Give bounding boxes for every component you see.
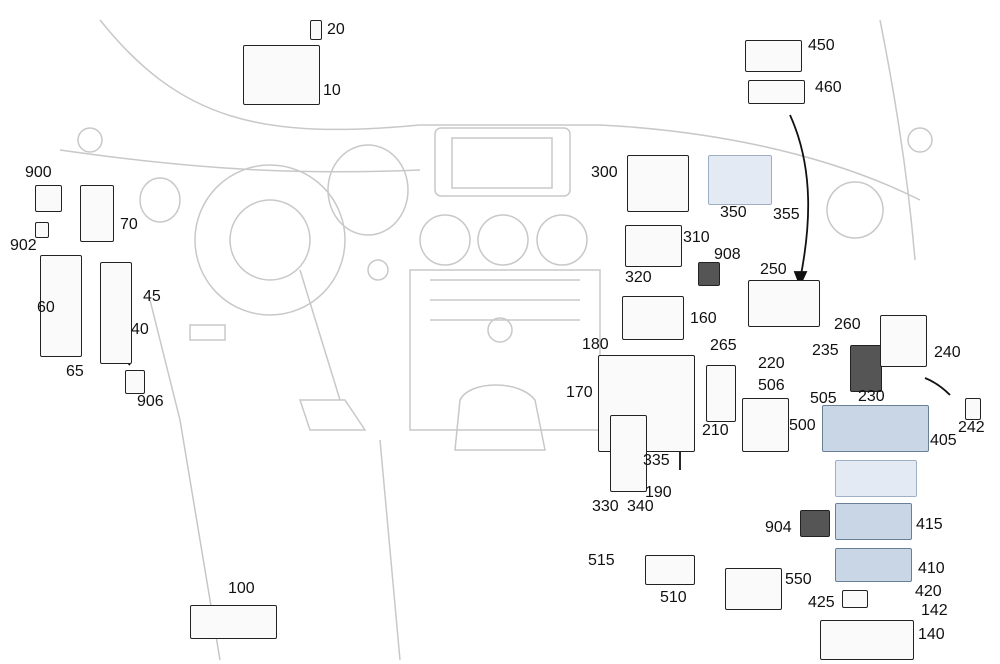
label-242: 242: [958, 419, 985, 436]
label-330: 330: [592, 498, 619, 515]
label-450: 450: [808, 37, 835, 54]
part-210: [706, 365, 736, 422]
label-510: 510: [660, 589, 687, 606]
label-260: 260: [834, 316, 861, 333]
part-405: [822, 405, 929, 452]
part-330: [610, 415, 647, 492]
label-300: 300: [591, 164, 618, 181]
part-230: [850, 345, 882, 392]
label-180: 180: [582, 336, 609, 353]
label-10: 10: [323, 82, 341, 99]
label-908: 908: [714, 246, 741, 263]
part-450: [745, 40, 802, 72]
label-40: 40: [131, 321, 149, 338]
label-506: 506: [758, 377, 785, 394]
part-350: [708, 155, 772, 205]
label-142: 142: [921, 602, 948, 619]
label-310: 310: [683, 229, 710, 246]
part-906: [125, 370, 145, 394]
label-140: 140: [918, 626, 945, 643]
label-190: 190: [645, 484, 672, 501]
part-410: [835, 548, 912, 582]
part-70: [80, 185, 114, 242]
label-160: 160: [690, 310, 717, 327]
label-340: 340: [627, 498, 654, 515]
part-140: [820, 620, 914, 660]
label-250: 250: [760, 261, 787, 278]
label-425: 425: [808, 594, 835, 611]
label-45: 45: [143, 288, 161, 305]
label-60: 60: [37, 299, 55, 316]
label-220: 220: [758, 355, 785, 372]
label-405: 405: [930, 432, 957, 449]
part-20: [310, 20, 322, 40]
part-40: [100, 262, 132, 364]
label-500: 500: [789, 417, 816, 434]
label-505: 505: [810, 390, 837, 407]
label-460: 460: [815, 79, 842, 96]
part-415: [835, 503, 912, 540]
label-350: 350: [720, 204, 747, 221]
label-320: 320: [625, 269, 652, 286]
part-lid: [835, 460, 917, 497]
label-100: 100: [228, 580, 255, 597]
label-515: 515: [588, 552, 615, 569]
part-425: [842, 590, 868, 608]
label-20: 20: [327, 21, 345, 38]
part-60: [40, 255, 82, 357]
part-240: [880, 315, 927, 367]
part-908: [698, 262, 720, 286]
label-410: 410: [918, 560, 945, 577]
label-335: 335: [643, 452, 670, 469]
label-170: 170: [566, 384, 593, 401]
label-265: 265: [710, 337, 737, 354]
label-210: 210: [702, 422, 729, 439]
part-900: [35, 185, 62, 212]
label-355: 355: [773, 206, 800, 223]
label-240: 240: [934, 344, 961, 361]
part-500: [742, 398, 789, 452]
label-415: 415: [916, 516, 943, 533]
label-65: 65: [66, 363, 84, 380]
part-902: [35, 222, 49, 238]
label-235: 235: [812, 342, 839, 359]
label-904: 904: [765, 519, 792, 536]
label-70: 70: [120, 216, 138, 233]
label-902: 902: [10, 237, 37, 254]
label-550: 550: [785, 571, 812, 588]
part-160: [622, 296, 684, 340]
part-904: [800, 510, 830, 537]
label-230: 230: [858, 388, 885, 405]
label-906: 906: [137, 393, 164, 410]
part-250: [748, 280, 820, 327]
part-100: [190, 605, 277, 639]
part-242: [965, 398, 981, 420]
part-460: [748, 80, 805, 104]
part-550: [725, 568, 782, 610]
label-900: 900: [25, 164, 52, 181]
part-510: [645, 555, 695, 585]
part-300: [627, 155, 689, 212]
label-420: 420: [915, 583, 942, 600]
part-10: [243, 45, 320, 105]
part-310: [625, 225, 682, 267]
